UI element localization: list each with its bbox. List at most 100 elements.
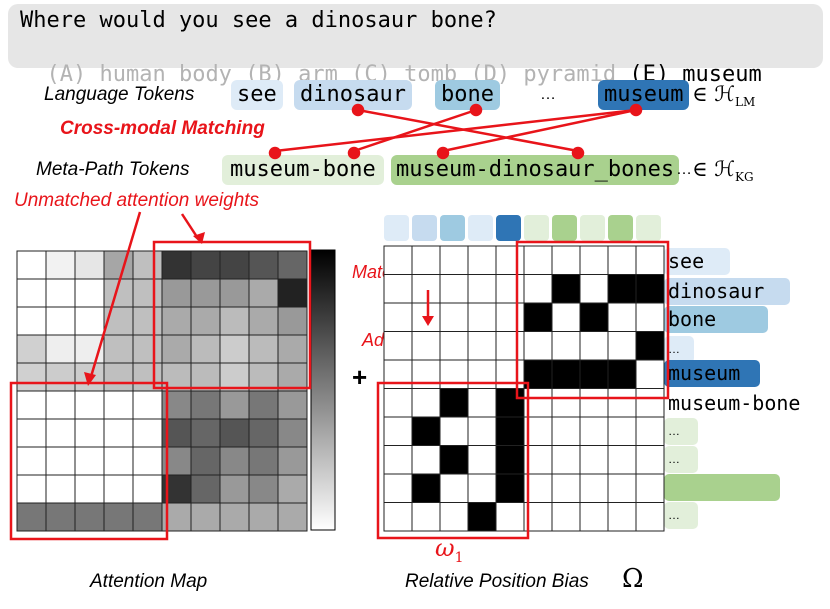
bias-cell xyxy=(467,331,497,361)
bias-cell xyxy=(551,502,581,532)
bias-cell xyxy=(635,388,665,418)
bias-cell xyxy=(439,302,469,332)
attention-cell xyxy=(132,250,163,280)
bias-cell xyxy=(579,274,609,304)
bias-cell xyxy=(635,502,665,532)
bias-cell xyxy=(607,331,637,361)
arrowhead-matched xyxy=(422,316,434,326)
dot-museum-dinosaur-bones-a xyxy=(436,146,450,160)
bias-cell xyxy=(635,274,665,304)
attention-cell xyxy=(219,474,250,504)
attention-cell xyxy=(190,418,221,448)
bias-cell xyxy=(467,473,497,503)
attention-cell xyxy=(45,306,76,336)
bias-cell xyxy=(579,473,609,503)
bias-cell xyxy=(439,502,469,532)
attention-cell xyxy=(132,334,163,364)
attention-cell xyxy=(103,502,134,532)
bias-cell xyxy=(383,302,413,332)
attention-cell xyxy=(74,446,105,476)
bias-cell xyxy=(495,302,525,332)
attention-cell xyxy=(161,278,192,308)
attention-cell xyxy=(45,390,76,420)
side-token-ellipsis-4: … xyxy=(664,502,698,529)
bias-cell xyxy=(411,502,441,532)
bias-cell xyxy=(495,502,525,532)
attention-cell xyxy=(248,446,279,476)
attention-cell xyxy=(45,474,76,504)
lm-token-ellipsis: … xyxy=(540,86,556,103)
attention-cell xyxy=(277,306,308,336)
bias-cell xyxy=(551,302,581,332)
attention-cell xyxy=(277,418,308,448)
kg-space-subscript: KG xyxy=(734,170,754,185)
bias-cell xyxy=(495,274,525,304)
bias-cell xyxy=(467,388,497,418)
bias-header-token xyxy=(524,215,549,241)
attention-cell xyxy=(248,474,279,504)
attention-cell xyxy=(45,362,76,392)
bias-cell xyxy=(467,274,497,304)
link-museum-to-museum-bone xyxy=(274,108,637,153)
arrow-unmatched-bottom xyxy=(88,211,142,381)
attention-cell xyxy=(248,334,279,364)
omega2-box xyxy=(515,240,670,400)
attention-cell xyxy=(45,418,76,448)
attention-cell xyxy=(103,446,134,476)
bias-token-header xyxy=(384,215,661,241)
meta-path-tokens-label: Meta-Path Tokens xyxy=(36,159,190,180)
attention-cell xyxy=(219,502,250,532)
attention-cell xyxy=(103,250,134,280)
bias-cell xyxy=(607,359,637,389)
attention-cell xyxy=(16,474,47,504)
attention-cell xyxy=(248,250,279,280)
bias-cell xyxy=(383,502,413,532)
attention-cell xyxy=(45,250,76,280)
bias-cell xyxy=(411,274,441,304)
bias-cell xyxy=(383,245,413,275)
lm-space-symbol: ∈ ℋ xyxy=(692,82,735,106)
plus-sign: + xyxy=(352,362,368,392)
attention-cell xyxy=(132,474,163,504)
bias-header-token xyxy=(636,215,661,241)
attention-cell xyxy=(190,446,221,476)
attention-cell xyxy=(132,446,163,476)
attention-cell xyxy=(190,502,221,532)
bias-cell xyxy=(551,388,581,418)
bias-cell xyxy=(607,502,637,532)
bias-cell xyxy=(579,331,609,361)
side-token-museum: museum xyxy=(664,360,760,387)
bias-cell xyxy=(411,473,441,503)
bias-cell xyxy=(383,445,413,475)
bias-cell xyxy=(579,388,609,418)
bias-cell xyxy=(607,274,637,304)
attention-cell xyxy=(161,250,192,280)
bias-cell xyxy=(635,302,665,332)
bias-cell xyxy=(495,416,525,446)
bias-cell xyxy=(439,445,469,475)
bias-cell xyxy=(607,445,637,475)
omega1-box xyxy=(376,381,530,540)
attention-cell xyxy=(74,418,105,448)
attention-cell xyxy=(132,418,163,448)
unmatched-attention-label: Unmatched attention weights xyxy=(14,190,260,211)
bias-cell xyxy=(579,302,609,332)
lm-token-see: see xyxy=(231,80,283,110)
lm-token-dinosaur: dinosaur xyxy=(294,80,412,110)
bias-cell xyxy=(579,416,609,446)
bias-cell xyxy=(495,445,525,475)
bias-cell xyxy=(439,331,469,361)
side-token-ellipsis-2: … xyxy=(664,418,698,445)
arrowhead-top xyxy=(193,232,205,244)
attention-cell xyxy=(132,278,163,308)
side-token-see: see xyxy=(664,248,730,275)
omega1-subscript: 1 xyxy=(454,549,464,566)
attention-cell xyxy=(132,502,163,532)
attention-cell xyxy=(74,306,105,336)
attention-cell xyxy=(16,250,47,280)
question-text: Where would you see a dinosaur bone? xyxy=(20,8,497,33)
bias-cell xyxy=(607,416,637,446)
attention-cell xyxy=(219,306,250,336)
attention-cell xyxy=(277,474,308,504)
attention-cell xyxy=(103,362,134,392)
